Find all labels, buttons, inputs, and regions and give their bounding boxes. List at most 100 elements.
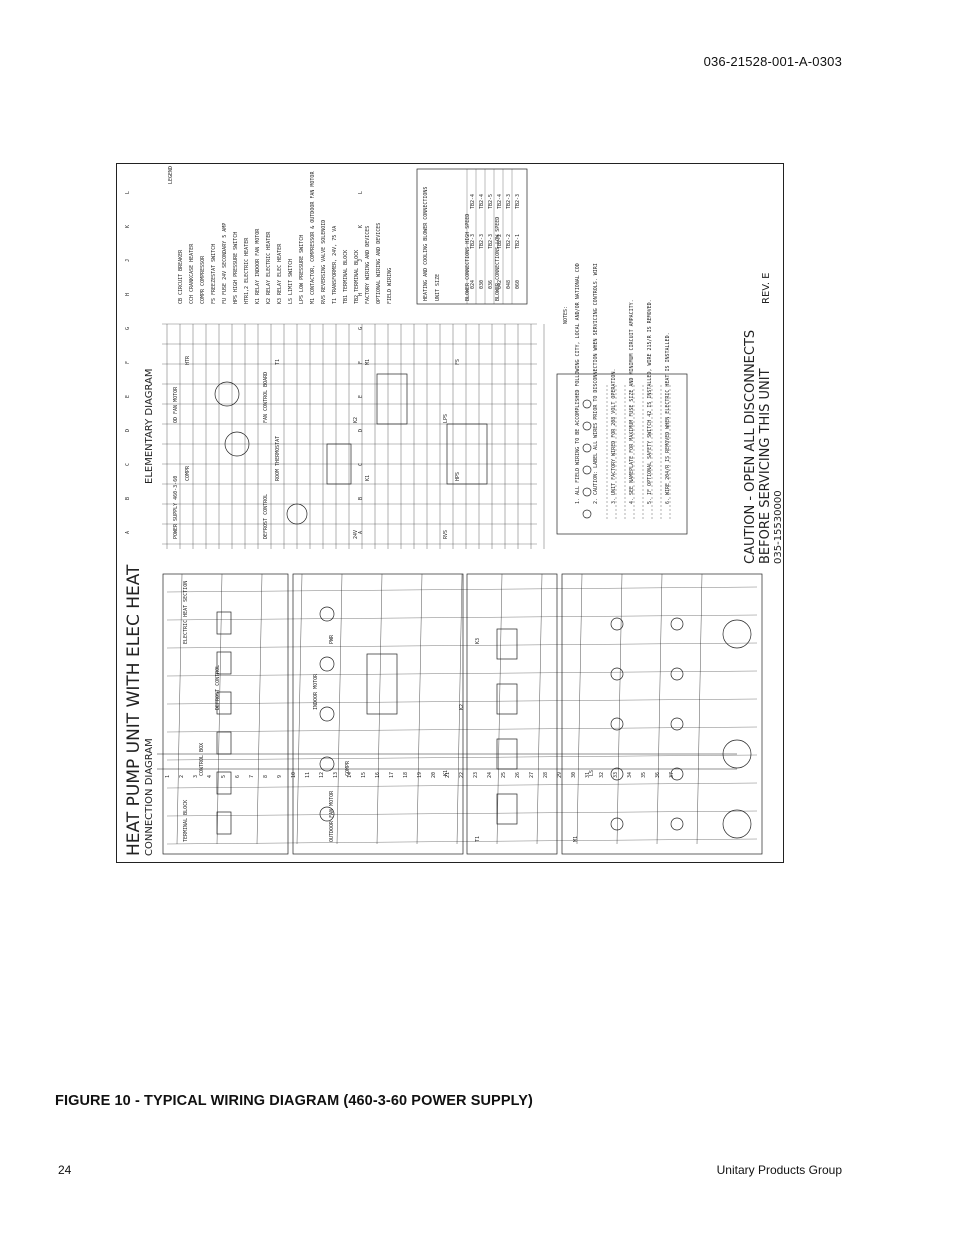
heater-circle <box>610 667 624 681</box>
grid-column-letter: H <box>358 293 364 296</box>
grid-row-number: 37 <box>669 772 675 778</box>
connection-label: K3 <box>475 638 481 644</box>
outdoor-fan-motor-icon <box>722 809 752 839</box>
legend-entry: T1 TRANSFORMER, 24V, 75 VA <box>332 226 338 304</box>
wire-line <box>656 573 663 845</box>
legend-entry: TB1 TERMINAL BLOCK <box>343 250 349 304</box>
page-number: 24 <box>58 1163 72 1177</box>
legend-entry: HTR1,2 ELECTRIC HEATER <box>244 237 250 304</box>
blower-table-cell: 042 <box>497 280 503 289</box>
connection-label: K2 <box>459 704 465 710</box>
wire-line <box>166 642 758 649</box>
grid-column-letter: G <box>125 327 131 330</box>
grid-column-letter: D <box>358 429 364 432</box>
thermostat-terminal <box>582 465 592 475</box>
elementary-label: HTR <box>185 355 191 365</box>
grid-row-number: 2 <box>179 775 185 778</box>
connection-label: ELECTRIC HEAT SECTION <box>183 581 189 644</box>
blower-table-cell: TB2-4 <box>479 194 485 209</box>
grid-row-number: 28 <box>543 772 549 778</box>
heater-circle <box>610 617 624 631</box>
blower-table-title: HEATING AND COOLING BLOWER CONNECTIONS <box>423 187 429 301</box>
elementary-label: FS <box>455 359 461 365</box>
control-box-outline <box>162 573 289 855</box>
grid-row-number: 7 <box>249 775 255 778</box>
wire-line <box>166 670 758 677</box>
terminal-component <box>216 691 232 715</box>
elementary-label: ROOM THERMOSTAT <box>275 436 281 481</box>
blower-table-cell: TB2-4 <box>470 194 476 209</box>
grid-row-number: 15 <box>361 772 367 778</box>
connection-label: DEFROST CONTROL <box>215 665 221 710</box>
blower-table-header: UNIT SIZE <box>435 274 441 301</box>
grid-column-letter: J <box>358 259 364 262</box>
terminal-component <box>216 731 232 755</box>
legend-entry: CCH CRANKCASE HEATER <box>189 243 195 304</box>
blower-table-cell: TB2-1 <box>515 234 521 249</box>
wire-line <box>166 586 758 593</box>
grid-row-number: 9 <box>277 775 283 778</box>
heater-circle <box>610 767 624 781</box>
relay-box <box>496 683 518 715</box>
grid-row-number: 16 <box>375 772 381 778</box>
terminal-circle <box>319 806 335 822</box>
blower-table-cell: TB2-5 <box>488 194 494 209</box>
note-entry: 2. CAUTION: LABEL ALL WIRES PRIOR TO DIS… <box>593 263 599 504</box>
legend-title: LEGEND <box>168 166 174 184</box>
grid-row-number: 8 <box>263 775 269 778</box>
wire-line <box>166 698 758 705</box>
wire-line <box>296 573 303 845</box>
grid-column-letter: K <box>358 225 364 228</box>
transformer-symbol <box>326 443 352 485</box>
wire-line <box>496 573 503 845</box>
terminal-component <box>216 771 232 795</box>
heater-circle <box>610 817 624 831</box>
grid-column-letter: D <box>125 429 131 432</box>
grid-column-letter: B <box>125 497 131 500</box>
note-entry: 5. IF OPTIONAL SAFETY SWITCH 42 IS INSTA… <box>647 299 653 504</box>
legend-entry: K1 RELAY INDOOR FAN MOTOR <box>255 228 261 304</box>
grid-row-number: 3 <box>193 775 199 778</box>
grid-column-letter: C <box>358 463 364 466</box>
note-entry: 4. SEE NAMEPLATE FOR MAXIMUM FUSE SIZE A… <box>629 299 635 504</box>
grid-column-letter: F <box>358 361 364 364</box>
fan-control-board <box>376 373 408 425</box>
wire-line <box>376 573 383 845</box>
grid-column-letter: L <box>125 191 131 194</box>
compressor-icon <box>722 739 752 769</box>
note-entry: 1. ALL FIELD WIRING TO BE ACCOMPLISHED F… <box>575 263 581 504</box>
grid-column-letter: A <box>358 531 364 534</box>
elementary-label: HPS <box>455 472 461 481</box>
grid-row-number: 11 <box>305 772 311 778</box>
elementary-label: M1 <box>365 359 371 365</box>
wire-line <box>166 782 758 789</box>
wire-line <box>456 573 463 845</box>
elementary-label: COMPR <box>185 465 191 481</box>
terminal-circle <box>319 606 335 622</box>
blower-table-header: BLOWER CONNECTIONS HIGH SPEED <box>465 214 471 301</box>
note-entry: 3. UNIT FACTORY WIRED FOR 208 VOLT OPERA… <box>611 369 617 504</box>
grid-row-number: 25 <box>501 772 507 778</box>
legend-entry: M1 CONTACTOR, COMPRESSOR & OUTDOOR FAN M… <box>310 171 316 304</box>
connection-label: K1 <box>443 770 449 776</box>
caution-line-1: CAUTION - OPEN ALL DISCONNECTS <box>743 330 758 564</box>
compressor-symbol <box>224 431 250 457</box>
elementary-label: LPS <box>443 414 449 423</box>
grid-row-number: 13 <box>333 772 339 778</box>
grid-column-letter: J <box>125 259 131 262</box>
grid-row-number: 31 <box>585 772 591 778</box>
grid-row-number: 4 <box>207 775 213 778</box>
heater-circle <box>610 717 624 731</box>
legend-entry: FU FUSE 24V SECONDARY 5 AMP <box>222 223 228 304</box>
figure-caption: FIGURE 10 - TYPICAL WIRING DIAGRAM (460-… <box>55 1093 533 1109</box>
blower-table-cell: 048 <box>506 280 512 289</box>
legend-entry: RVS REVERSING VALVE SOLENOID <box>321 220 327 304</box>
blower-table <box>416 168 528 305</box>
thermostat-terminal <box>582 487 592 497</box>
grid-row-number: 1 <box>165 775 171 778</box>
connection-label: M1 <box>573 836 579 842</box>
defrost-outline <box>466 573 558 855</box>
connection-label: PWR <box>329 634 335 644</box>
connection-label: T1 <box>475 836 481 842</box>
